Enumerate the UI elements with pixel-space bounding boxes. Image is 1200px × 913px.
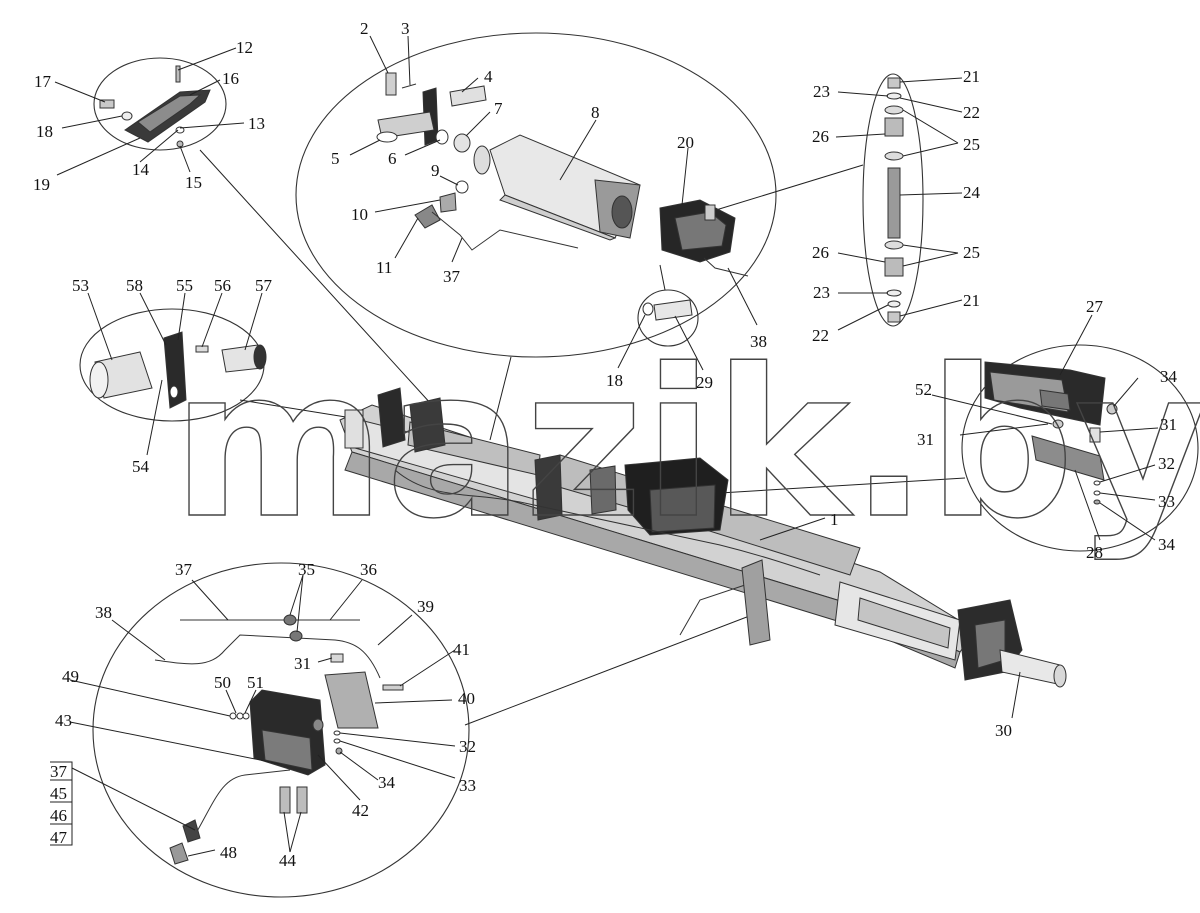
callout-26-top: 26 (812, 127, 829, 146)
callout-9: 9 (431, 161, 440, 180)
callout-32-bottom: 32 (459, 737, 476, 756)
callout-32-right: 32 (1158, 454, 1175, 473)
callout-45: 45 (50, 784, 67, 803)
callout-25-top: 25 (963, 135, 980, 154)
callout-6: 6 (388, 149, 397, 168)
callout-50: 50 (214, 673, 231, 692)
callout-47: 47 (50, 828, 68, 847)
callout-58: 58 (126, 276, 143, 295)
callout-52: 52 (915, 380, 932, 399)
detail-circle-pin (637, 289, 699, 347)
detail-circle-rod (862, 73, 924, 327)
callout-27: 27 (1086, 297, 1104, 316)
callout-26-bottom: 26 (812, 243, 829, 262)
callout-11: 11 (376, 258, 392, 277)
callout-30: 30 (995, 721, 1012, 740)
callout-37-list: 37 (50, 762, 68, 781)
callout-44: 44 (279, 851, 297, 870)
detail-circle-right-bracket (961, 344, 1199, 552)
callout-38-cylinder: 38 (750, 332, 767, 351)
callout-8: 8 (591, 103, 600, 122)
callout-57: 57 (255, 276, 273, 295)
callout-14: 14 (132, 160, 150, 179)
leader-lines (50, 35, 1159, 857)
callout-18-top: 18 (36, 122, 53, 141)
detail-rod-parts (884, 77, 904, 323)
callout-51: 51 (247, 673, 264, 692)
callout-15: 15 (185, 173, 202, 192)
callout-4: 4 (484, 67, 493, 86)
callout-34-bottom: 34 (378, 773, 396, 792)
detail-bracket-parts (984, 361, 1118, 505)
callout-17: 17 (34, 72, 52, 91)
callout-23-bottom: 23 (813, 283, 830, 302)
detail-cylinder-parts (376, 72, 749, 321)
callout-10: 10 (351, 205, 368, 224)
detail-sleeve-parts (89, 331, 267, 409)
detail-valve-parts (154, 614, 404, 865)
callout-21-top: 21 (963, 67, 980, 86)
callout-18-pin: 18 (606, 371, 623, 390)
callout-38-bottom: 38 (95, 603, 112, 622)
callout-2: 2 (360, 19, 369, 38)
callout-24: 24 (963, 183, 981, 202)
callout-31-right-a: 31 (917, 430, 934, 449)
callout-55: 55 (176, 276, 193, 295)
callout-46: 46 (50, 806, 67, 825)
callout-20: 20 (677, 133, 694, 152)
callout-25-bottom: 25 (963, 243, 980, 262)
callout-33-bottom: 33 (459, 776, 476, 795)
callout-37-cylinder: 37 (443, 267, 461, 286)
callout-42: 42 (352, 801, 369, 820)
callout-48: 48 (220, 843, 237, 862)
callout-3: 3 (401, 19, 410, 38)
callout-28: 28 (1086, 543, 1103, 562)
callout-labels: 1 2 3 4 5 6 7 8 9 10 11 12 13 14 15 16 1… (33, 19, 1178, 870)
callout-12: 12 (236, 38, 253, 57)
callout-19: 19 (33, 175, 50, 194)
callout-31-bottom: 31 (294, 654, 311, 673)
callout-22-bottom: 22 (812, 326, 829, 345)
detail-connectors (199, 149, 966, 726)
callout-21-bottom: 21 (963, 291, 980, 310)
callout-23-top: 23 (813, 82, 830, 101)
detail-circle-cylinder (295, 32, 777, 358)
callout-40: 40 (458, 689, 475, 708)
detail-circle-bottom-left (92, 562, 470, 898)
callout-31-right-b: 31 (1160, 415, 1177, 434)
callout-43: 43 (55, 711, 72, 730)
callout-35: 35 (298, 560, 315, 579)
callout-49: 49 (62, 667, 79, 686)
callout-22-top: 22 (963, 103, 980, 122)
callout-54: 54 (132, 457, 150, 476)
callout-34-right-a: 34 (1160, 367, 1178, 386)
detail-circle-top-left (93, 57, 227, 151)
callout-41: 41 (453, 640, 470, 659)
callout-13: 13 (248, 114, 265, 133)
callout-34-right-b: 34 (1158, 535, 1176, 554)
callout-33-right: 33 (1158, 492, 1175, 511)
callout-16: 16 (222, 69, 239, 88)
main-frame-assembly (339, 387, 1067, 688)
callout-37-top: 37 (175, 560, 193, 579)
callout-36: 36 (360, 560, 377, 579)
callout-39: 39 (417, 597, 434, 616)
callout-53: 53 (72, 276, 89, 295)
callout-56: 56 (214, 276, 231, 295)
callout-7: 7 (494, 99, 503, 118)
callout-29: 29 (696, 373, 713, 392)
list-underlines (50, 779, 72, 825)
callout-5: 5 (331, 149, 340, 168)
detail-lever-parts (99, 65, 211, 148)
watermark: mazik.by (172, 326, 1200, 564)
callout-1: 1 (830, 510, 839, 529)
